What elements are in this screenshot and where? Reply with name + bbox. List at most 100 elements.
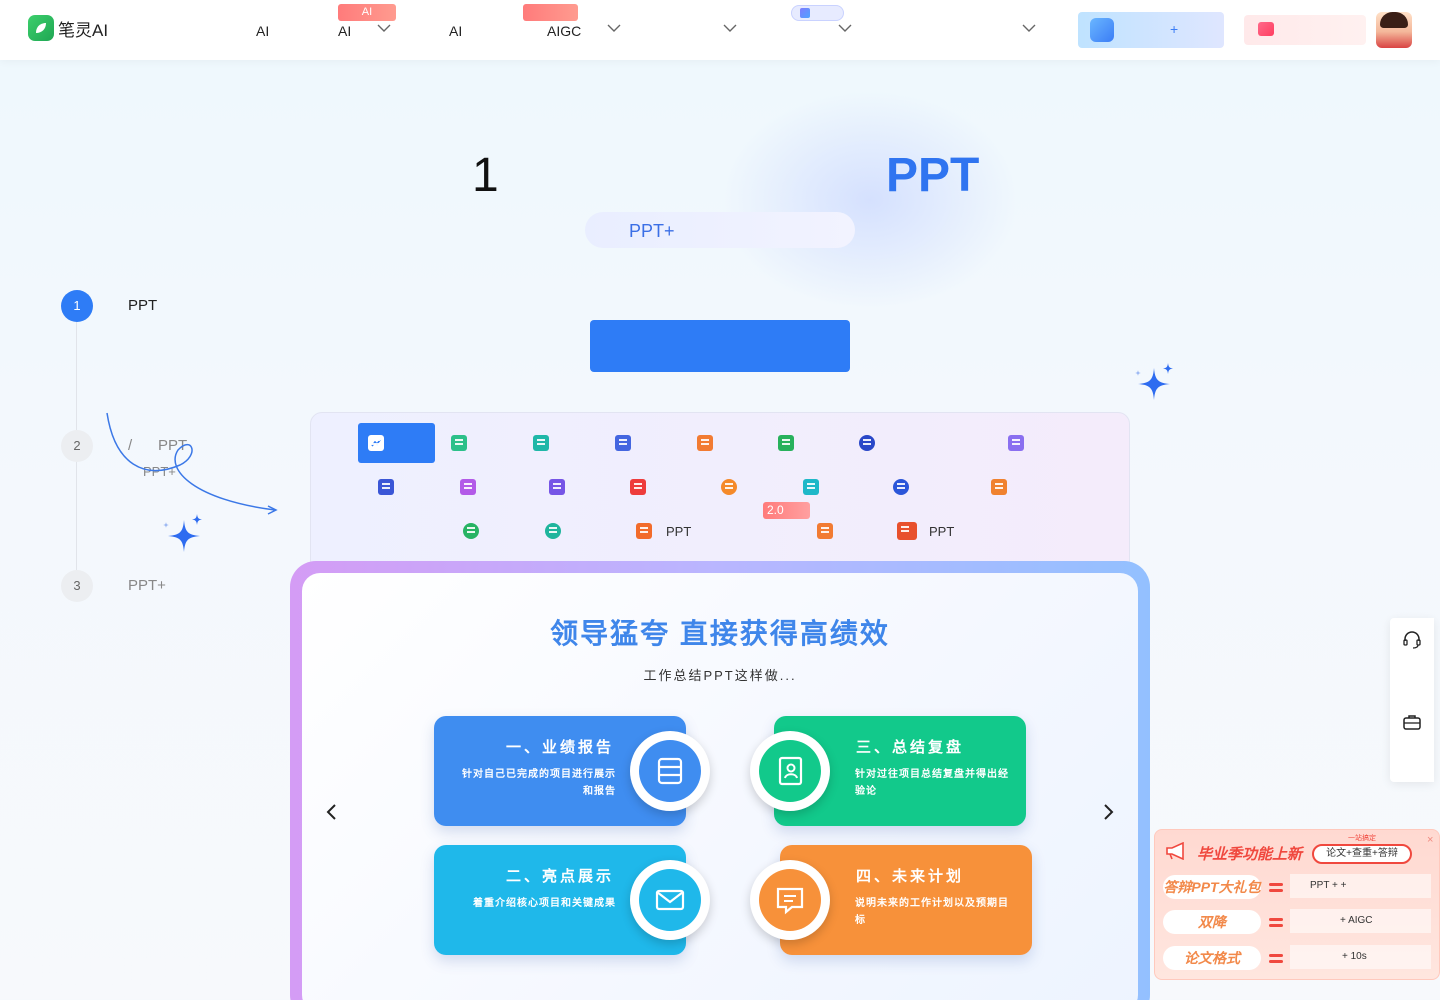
vip-upgrade-button[interactable]: + [1078,12,1224,48]
slide-title: 领导猛夸 直接获得高绩效 [550,618,890,649]
slide-card-title: 一、业绩报告 [506,739,615,756]
slide-card-desc: 着重介绍核心项目和关键成果 [473,898,616,909]
hero-step-number: 1 [472,149,499,202]
step-2-label-b: PPT [158,437,188,454]
category-close-circle[interactable] [711,467,788,507]
hero-pill: PPT+ [585,212,855,248]
sparkle-icon [163,514,202,552]
edit-doc-icon [549,479,565,495]
category-speaker[interactable] [981,467,1058,507]
promo-headline: 毕业季功能上新 [1197,846,1303,863]
vip-plus-text: + [1170,21,1179,37]
megaphone-icon [1166,842,1184,860]
search-doc-icon [615,435,631,451]
sparkle-icon [1135,363,1173,400]
step-2-label-c: PPT+ [143,464,176,479]
promo-banner[interactable]: 毕业季功能上新 一站搞定 论文+查重+答辩 × 答辩PPT大礼包 PPT + +… [1154,829,1440,980]
category-briefcase[interactable] [998,423,1075,463]
brand-icon [859,435,875,451]
top-header: 笔灵AI AI AI AI AI AIGC + [0,0,1440,60]
category-research[interactable] [441,423,518,463]
promo-row-label: 答辩PPT大礼包 [1163,875,1261,899]
speaker-icon [991,479,1007,495]
category-presentation[interactable] [793,467,870,507]
slide-card-icon-wrap [630,731,710,811]
briefcase-icon [1008,435,1024,451]
step-3-label: PPT+ [128,577,166,594]
close-circle-icon [721,479,737,495]
promo-tag: 论文+查重+答辩 [1312,844,1412,864]
checklist-icon [778,435,794,451]
chevron-down-icon[interactable] [376,20,392,36]
new-feature-badge [791,5,844,21]
chart-icon [378,479,394,495]
promo-row-value: + 10s [1290,945,1431,969]
slide-card-title: 二、亮点展示 [506,868,615,885]
slide-card-desc: 说明未来的工作计划以及预期目标 [855,898,1009,926]
leaf-logo-icon [28,15,54,41]
step-1-dot: 1 [61,290,93,322]
category-edit-doc[interactable] [539,467,616,507]
pdf-edit-icon [630,479,646,495]
toolbox-icon[interactable] [1402,712,1422,732]
nav-item-ai-2[interactable]: AI [338,23,352,39]
slide-card-title: 四、未来计划 [856,868,965,885]
carousel-next-button[interactable] [1098,802,1118,822]
chevron-down-icon[interactable] [722,20,738,36]
category-chat[interactable] [535,511,612,551]
clipboard-icon [460,479,476,495]
version-badge: 2.0 [763,502,810,519]
book-icon [636,523,652,539]
promo-row-label: 双降 [1163,910,1261,934]
gift-icon [1258,22,1274,36]
category-search-doc[interactable] [605,423,682,463]
primary-action-button[interactable] [590,320,850,372]
gift-button[interactable] [1244,15,1366,45]
category-course[interactable] [523,423,600,463]
equals-icon [1269,917,1283,927]
chevron-down-icon[interactable] [837,20,853,36]
category-pdf-edit[interactable] [620,467,697,507]
article-icon [817,523,833,539]
category-clipboard[interactable] [450,467,527,507]
close-icon[interactable]: × [1427,834,1434,846]
category-frog[interactable] [453,511,530,551]
nav-item-ai-1[interactable]: AI [256,23,270,39]
nav-item-aigc[interactable]: AIGC [547,23,582,39]
equals-icon [1269,953,1283,963]
promo-row-label: 论文格式 [1163,946,1261,970]
category-ppt-file[interactable]: PPT [887,511,987,551]
logo[interactable]: 笔灵AI [28,15,108,41]
slide-card-desc: 针对过往项目总结复盘并得出经验论 [855,769,1009,797]
research-icon [451,435,467,451]
step-2-label-a: / [128,437,133,454]
avatar[interactable] [1376,12,1412,48]
category-ppt-book[interactable]: PPT [626,511,726,551]
chevron-down-icon[interactable] [606,20,622,36]
chevron-down-icon[interactable] [1021,20,1037,36]
category-checklist[interactable] [768,423,845,463]
category-news[interactable] [687,423,764,463]
news-icon [697,435,713,451]
slide-card-title: 三、总结复盘 [856,739,965,756]
step-1-label: PPT [128,297,158,314]
category-article[interactable] [807,511,884,551]
report-icon [368,435,384,451]
carousel-prev-button[interactable] [322,802,342,822]
category-seal[interactable] [883,467,960,507]
step-2-dot: 2 [61,430,93,462]
category-report[interactable] [358,423,435,463]
floating-toolbar [1390,618,1434,782]
slide-card-icon-wrap [750,731,830,811]
nav-badge-aigc [523,4,578,21]
step-3-dot: 3 [61,570,93,602]
mail-icon [639,869,701,931]
category-brand[interactable] [849,423,926,463]
promo-row-value: PPT + + [1290,874,1431,898]
promo-tag-top: 一站搞定 [1348,835,1376,842]
category-chart[interactable] [368,467,445,507]
nav-item-ai-3[interactable]: AI [449,23,463,39]
slide-card-icon-wrap [630,860,710,940]
customer-service-icon[interactable] [1402,630,1422,650]
pen-icon [800,8,810,18]
